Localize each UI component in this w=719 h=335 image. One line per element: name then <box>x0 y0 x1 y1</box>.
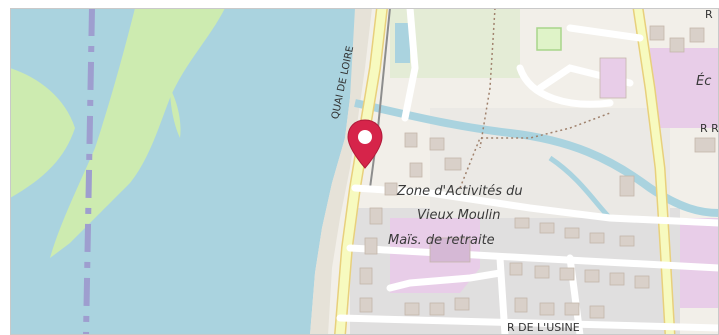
sports-field <box>536 27 562 51</box>
buildings <box>359 25 716 319</box>
railway <box>369 8 391 189</box>
river-loire <box>10 8 355 335</box>
school-area <box>650 48 719 128</box>
canal-branch <box>548 155 612 220</box>
map-tiles <box>10 8 719 335</box>
label-road-r2: R R <box>700 122 719 135</box>
label-maison-retraite: Maïs. de retraite <box>388 233 495 248</box>
island-west <box>10 68 75 198</box>
shore-strip <box>310 8 372 335</box>
location-pin-icon[interactable] <box>345 118 385 172</box>
canal <box>354 99 719 217</box>
island-small <box>170 88 181 138</box>
minor-roads <box>336 8 719 335</box>
map-view[interactable]: Zone d'Activités du Vieux Moulin Maïs. d… <box>10 8 719 335</box>
boundary-line <box>83 8 95 335</box>
label-road-r1: R <box>705 8 713 21</box>
label-zone-activites: Zone d'Activités du <box>397 184 523 199</box>
road-east <box>634 8 674 335</box>
footpath-2 <box>479 8 496 149</box>
label-vieux-moulin: Vieux Moulin <box>417 208 501 223</box>
pond <box>395 23 410 63</box>
footpath <box>459 112 611 189</box>
label-school: Éc <box>696 74 712 89</box>
label-rue-usine: R DE L'USINE <box>507 321 580 334</box>
island-north <box>50 8 225 258</box>
